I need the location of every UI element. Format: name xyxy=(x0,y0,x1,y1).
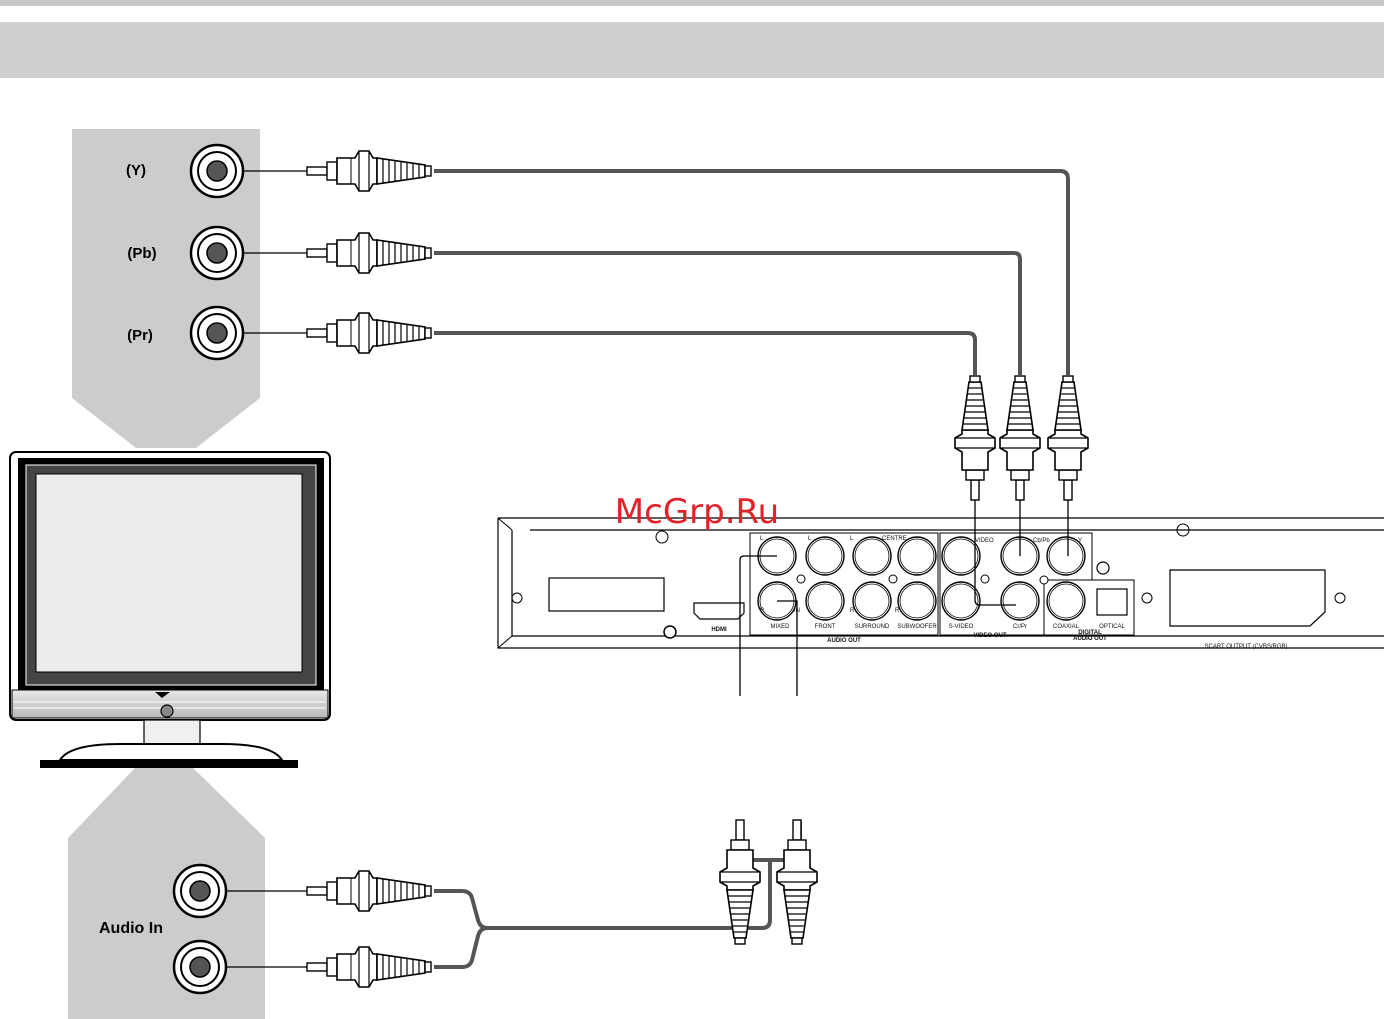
centre-label: CENTRE xyxy=(882,536,907,542)
watermark: McGrp.Ru xyxy=(615,492,779,532)
y-jack xyxy=(191,145,243,197)
ground-screw xyxy=(664,626,676,638)
cb-pb-label: Cb/Pb xyxy=(1033,538,1050,544)
audio-in-jack-2 xyxy=(174,941,226,993)
rca-plug-y-player xyxy=(1048,376,1088,500)
tv-audio-input-panel xyxy=(68,768,265,1019)
mixed-label: MIXED xyxy=(770,624,790,630)
rca-plug-audio-player-l xyxy=(720,820,760,944)
optical-label: OPTICAL xyxy=(1099,624,1125,630)
audio-r-label-1: R xyxy=(760,608,765,614)
tv-video-jacks xyxy=(191,145,243,359)
digital-audio-out-label: AUDIO OUT xyxy=(1073,636,1107,642)
rca-plug-audio-tv-2 xyxy=(307,947,431,987)
audio-out-label: AUDIO OUT xyxy=(827,638,861,644)
rca-plug-pb-player xyxy=(1000,376,1040,500)
video-label: VIDEO xyxy=(975,538,994,544)
pb-jack-label: (Pb) xyxy=(127,245,156,262)
pr-jack-label: (Pr) xyxy=(127,327,153,344)
audio-in-jack-1 xyxy=(174,865,226,917)
scart-port xyxy=(1170,570,1325,626)
coaxial-label: COAXIAL xyxy=(1053,624,1080,630)
optical-port xyxy=(1097,589,1127,615)
audio-r-label-4: R xyxy=(895,608,900,614)
surround-label: SURROUND xyxy=(855,624,890,630)
y-label: Y xyxy=(1078,538,1082,544)
rca-plug-pb-tv xyxy=(307,233,431,273)
scart-label: SCART OUTPUT (CVBS/RGB) xyxy=(1204,644,1287,650)
pr-jack xyxy=(191,307,243,359)
subwoofer-label: SUBWOOFER xyxy=(897,624,937,630)
front-label: FRONT xyxy=(815,624,836,630)
s-video-label: S-VIDEO xyxy=(949,624,974,630)
hdmi-port xyxy=(694,603,744,619)
cr-pr-label: Cr/Pr xyxy=(1013,624,1027,630)
audio-r-label-3: R xyxy=(850,608,855,614)
hdmi-label: HDMI xyxy=(711,627,727,633)
rca-plug-pr-player xyxy=(955,376,995,500)
tv-power-button xyxy=(161,705,173,717)
label-plate xyxy=(549,578,664,611)
dvd-player-rear-panel: HDMI L L L CENTRE R IN R R MIXED FRONT S… xyxy=(498,518,1384,650)
video-out-label: VIDEO OUT xyxy=(973,633,1006,639)
audio-in-label: Audio In xyxy=(99,920,163,937)
rca-plug-y-tv xyxy=(307,151,431,191)
y-jack-label: (Y) xyxy=(126,162,146,179)
television xyxy=(10,452,330,768)
rca-plug-audio-player-r xyxy=(777,820,817,944)
pb-jack xyxy=(191,227,243,279)
rca-plug-pr-tv xyxy=(307,313,431,353)
rca-plug-audio-tv-1 xyxy=(307,871,431,911)
